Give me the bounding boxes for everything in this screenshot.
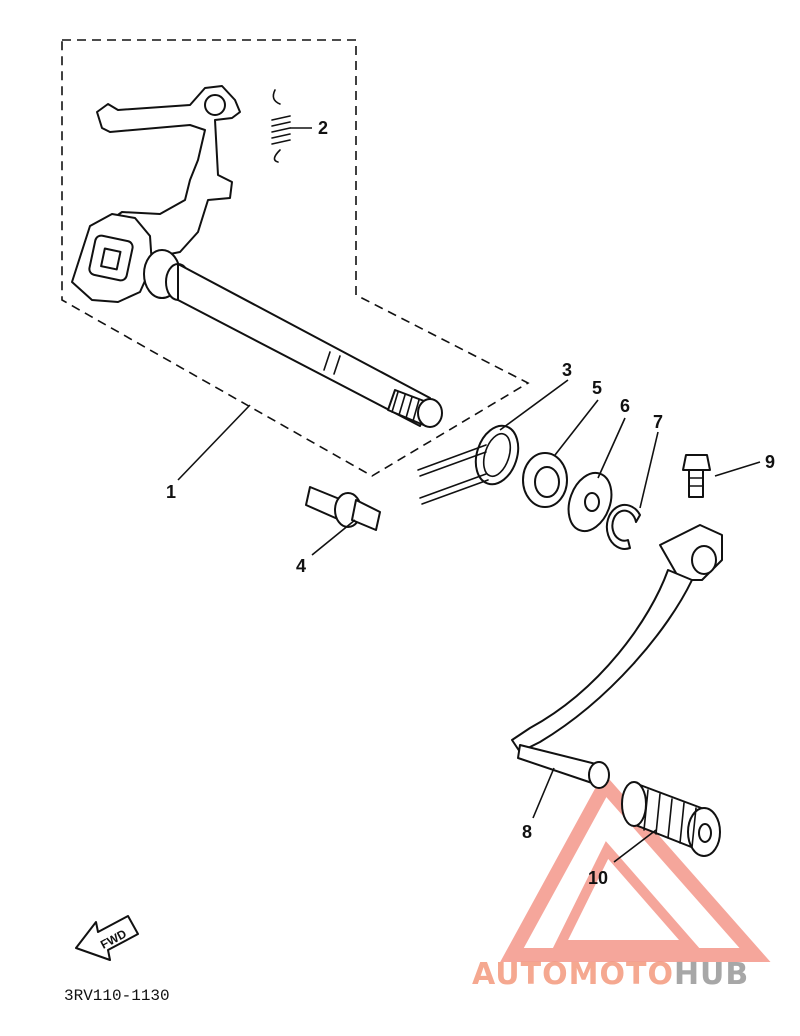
fwd-arrow-icon: FWD bbox=[75, 915, 139, 961]
callout-6: 6 bbox=[620, 396, 630, 416]
circlip bbox=[605, 503, 641, 550]
washer bbox=[567, 471, 613, 533]
stud-bolt bbox=[305, 486, 381, 531]
watermark-logo bbox=[500, 772, 771, 962]
callout-7: 7 bbox=[653, 412, 663, 432]
pinch-bolt bbox=[682, 454, 711, 498]
callout-3: 3 bbox=[562, 360, 572, 380]
drawing-code: 3RV110-1130 bbox=[64, 987, 170, 1005]
callout-2: 2 bbox=[318, 118, 328, 138]
svg-text:AUTOMOTOHUB: AUTOMOTOHUB bbox=[472, 957, 749, 992]
callout-10: 10 bbox=[588, 868, 608, 888]
callout-5: 5 bbox=[592, 378, 602, 398]
watermark-part2: HUB bbox=[674, 957, 749, 992]
pedal-rubber bbox=[621, 781, 721, 857]
callout-numbers: 1 2 3 4 5 6 7 8 9 10 bbox=[166, 118, 775, 888]
watermark-part1: AUTOMOTO bbox=[472, 957, 674, 992]
return-spring bbox=[271, 89, 291, 163]
bushing bbox=[522, 452, 568, 508]
torsion-spring bbox=[417, 424, 520, 505]
assembly-boundary bbox=[61, 39, 530, 477]
shift-shaft-assembly bbox=[71, 85, 443, 428]
callout-4: 4 bbox=[296, 556, 306, 576]
watermark-text: AUTOMOTOHUB bbox=[472, 957, 749, 992]
shift-pedal bbox=[511, 524, 723, 789]
callout-9: 9 bbox=[765, 452, 775, 472]
callout-8: 8 bbox=[522, 822, 532, 842]
callout-leaders bbox=[177, 127, 761, 863]
callout-1: 1 bbox=[166, 482, 176, 502]
